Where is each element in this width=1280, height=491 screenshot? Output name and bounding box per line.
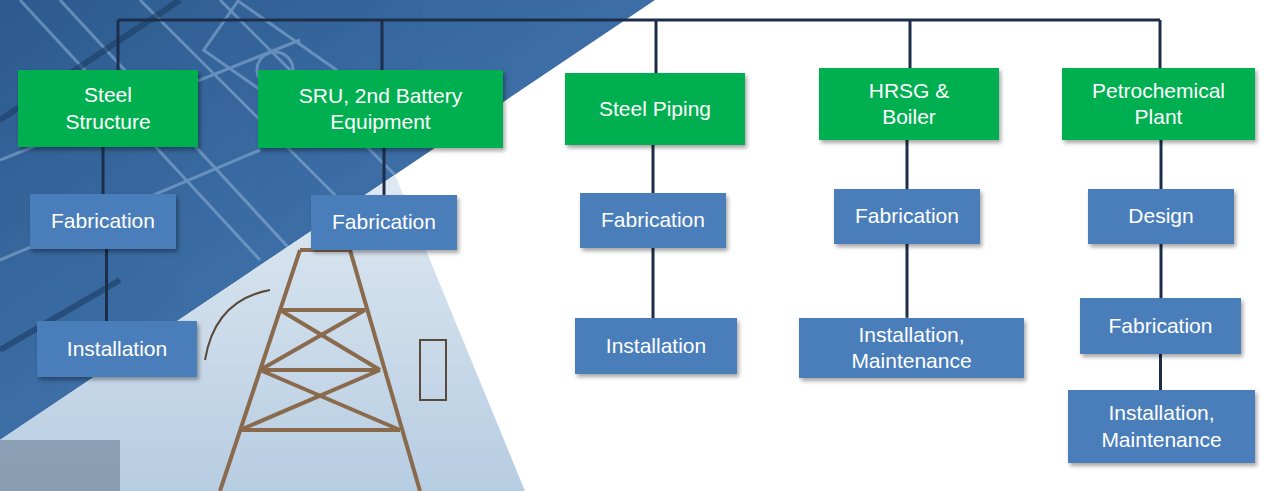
service-box: Fabrication [1080,298,1241,354]
service-box: Installation, Maintenance [1068,390,1255,463]
connector-line [105,249,108,321]
category-box: Petrochemical Plant [1062,68,1255,140]
box-label: Fabrication [855,203,959,229]
box-label: Fabrication [332,209,436,235]
connector-line [652,145,655,193]
connector-line [1160,140,1163,189]
category-box: Steel Structure [18,70,198,147]
service-box: Design [1088,189,1234,244]
category-box: HRSG & Boiler [819,68,999,140]
bus-drop [1159,20,1162,68]
service-box: Installation [575,318,737,374]
box-label: SRU, 2nd Battery Equipment [278,83,483,136]
category-box: Steel Piping [565,73,745,145]
bus-drop [117,20,120,70]
bus-drop [381,20,384,70]
connector-line [383,148,386,195]
box-label: Fabrication [601,207,705,233]
bus-drop [655,20,658,73]
bus-line [118,19,1160,22]
box-label: Steel Structure [48,82,168,135]
box-label: Installation, Maintenance [1080,400,1243,453]
service-box: Fabrication [30,194,176,249]
tower-photo [0,170,530,491]
connector-line [1160,244,1163,298]
box-label: Fabrication [1109,313,1213,339]
box-label: Installation [606,333,706,359]
service-box: Installation, Maintenance [799,318,1024,379]
box-label: Design [1128,203,1193,229]
box-label: Petrochemical Plant [1080,78,1237,131]
box-label: Installation [67,336,167,362]
connector-line [906,244,909,318]
box-label: Installation, Maintenance [815,322,1008,375]
box-label: Fabrication [51,208,155,234]
category-box: SRU, 2nd Battery Equipment [258,70,503,148]
connector-line [1159,354,1162,390]
service-box: Fabrication [311,195,457,250]
service-box: Fabrication [834,189,980,244]
service-box: Installation [37,321,197,377]
connector-line [652,248,655,318]
connector-line [906,140,909,189]
connector-line [102,147,105,194]
box-label: Steel Piping [599,96,711,122]
service-box: Fabrication [580,193,726,248]
bus-drop [909,20,912,68]
box-label: HRSG & Boiler [849,78,969,131]
